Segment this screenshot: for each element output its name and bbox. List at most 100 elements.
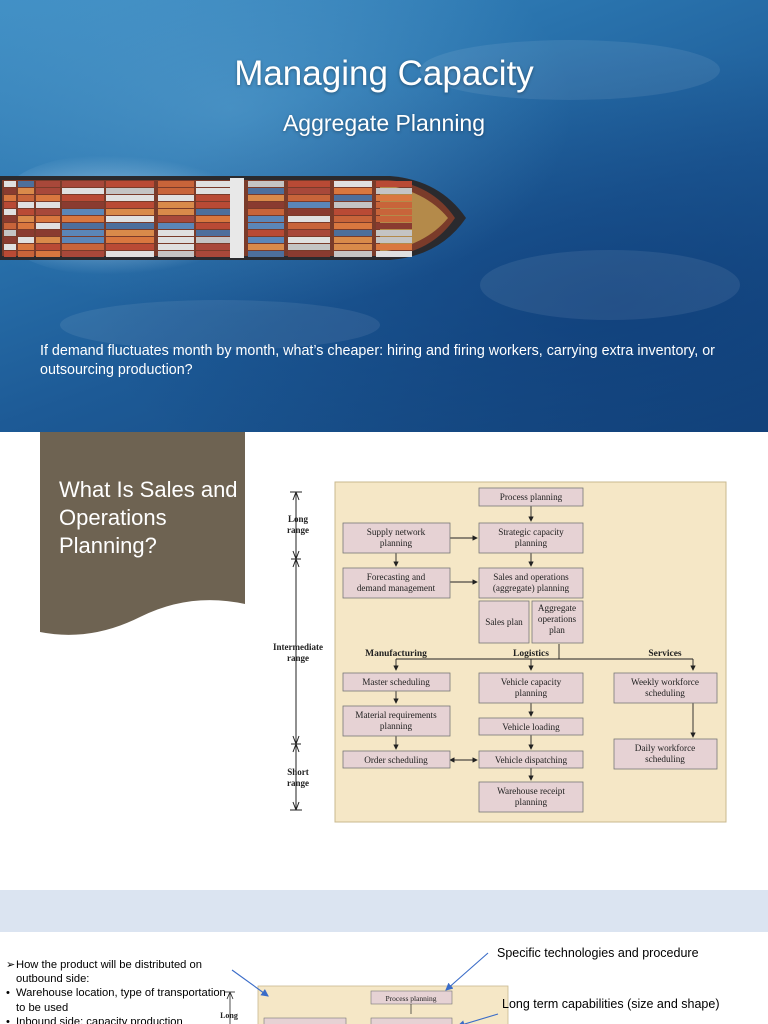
bullet-text: Inbound side: capacity production <box>16 1015 183 1024</box>
shipping-container <box>288 216 330 222</box>
shipping-container <box>288 181 330 187</box>
shipping-container <box>106 195 154 201</box>
shipping-container <box>158 251 194 257</box>
bullet-item: •Warehouse location, type of transportat… <box>6 986 231 1014</box>
shipping-container <box>248 223 284 229</box>
shipping-container <box>248 181 284 187</box>
annotation-arrow-2 <box>456 1013 499 1024</box>
shipping-container <box>248 230 284 236</box>
shipping-container <box>18 251 34 257</box>
shipping-container <box>334 230 372 236</box>
shipping-container <box>196 230 244 236</box>
shipping-container <box>62 195 104 201</box>
shipping-container <box>334 181 372 187</box>
shipping-container <box>376 181 412 187</box>
shipping-container <box>334 209 372 215</box>
shipping-container <box>4 223 16 229</box>
shipping-container <box>288 230 330 236</box>
shipping-container <box>158 181 194 187</box>
shipping-container <box>36 251 60 257</box>
shipping-container <box>62 209 104 215</box>
shipping-container <box>4 209 16 215</box>
header-band <box>0 890 768 932</box>
shipping-container <box>334 244 372 250</box>
shipping-container <box>196 195 244 201</box>
shipping-container <box>376 202 412 208</box>
shipping-container <box>376 251 412 257</box>
shipping-container <box>18 237 34 243</box>
shipping-container <box>288 251 330 257</box>
shipping-container <box>4 237 16 243</box>
column-logistics: Logistics <box>513 649 549 659</box>
shipping-container <box>248 209 284 215</box>
slide-question: If demand fluctuates month by month, wha… <box>40 343 715 378</box>
shipping-container <box>248 195 284 201</box>
box-master-scheduling: Master scheduling <box>342 672 451 692</box>
shipping-container <box>4 188 16 194</box>
box-vehicle-loading: Vehicle loading <box>478 717 584 736</box>
shipping-container <box>36 216 60 222</box>
shipping-container <box>62 237 104 243</box>
shipping-container <box>158 216 194 222</box>
shipping-container <box>4 230 16 236</box>
shipping-container <box>196 251 244 257</box>
shipping-container <box>196 181 244 187</box>
ocean-texture <box>480 250 740 320</box>
container-ship-image <box>0 176 466 260</box>
shipping-container <box>36 244 60 250</box>
annotation-arrow-1 <box>445 952 489 991</box>
shipping-container <box>334 188 372 194</box>
ship-containers <box>4 181 412 257</box>
shipping-container <box>158 223 194 229</box>
annotation-technologies: Specific technologies and procedure <box>497 946 699 960</box>
box-sales-plan: Sales plan <box>478 600 530 644</box>
shipping-container <box>334 251 372 257</box>
shipping-container <box>376 223 412 229</box>
shipping-container <box>62 181 104 187</box>
shipping-container <box>18 181 34 187</box>
shipping-container <box>4 216 16 222</box>
diagram-connectors <box>393 506 696 781</box>
shipping-container <box>376 188 412 194</box>
shipping-container <box>106 251 154 257</box>
annotation-capabilities: Long term capabilities (size and shape) <box>502 997 720 1011</box>
shipping-container <box>288 195 330 201</box>
shipping-container <box>334 237 372 243</box>
shipping-container <box>18 188 34 194</box>
shipping-container <box>376 237 412 243</box>
shipping-container <box>4 195 16 201</box>
shipping-container <box>196 216 244 222</box>
slide-subtitle: Aggregate Planning <box>282 110 486 136</box>
shipping-container <box>106 202 154 208</box>
shipping-container <box>4 181 16 187</box>
shipping-container <box>158 202 194 208</box>
mini-diagram: Long Process planning <box>220 952 509 1024</box>
shipping-container <box>36 223 60 229</box>
shipping-container <box>196 223 244 229</box>
shipping-container <box>62 230 104 236</box>
shipping-container <box>158 188 194 194</box>
shipping-container <box>158 195 194 201</box>
shipping-container <box>334 216 372 222</box>
shipping-container <box>36 209 60 215</box>
shipping-container <box>248 251 284 257</box>
shipping-container <box>106 223 154 229</box>
shipping-container <box>248 188 284 194</box>
slide-title: Managing Capacity <box>234 54 534 93</box>
shipping-container <box>106 216 154 222</box>
shipping-container <box>248 202 284 208</box>
